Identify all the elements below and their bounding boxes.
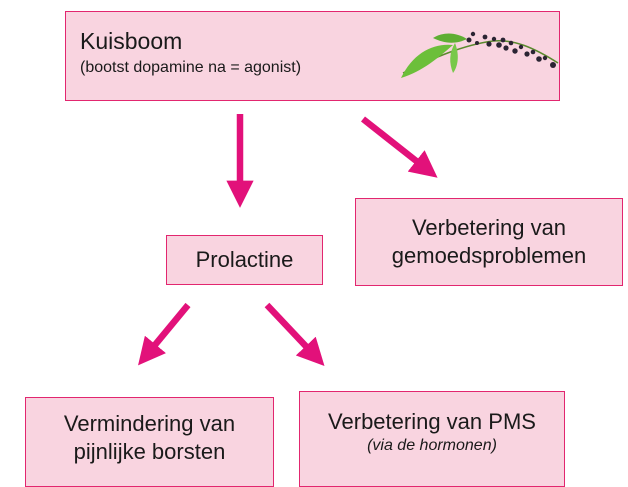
- borsten-box: Vermindering van pijnlijke borsten: [25, 397, 274, 487]
- arrow-prolactine-to-pms: [264, 302, 325, 366]
- borsten-line2: pijnlijke borsten: [73, 439, 226, 464]
- prolactine-box: Prolactine: [166, 235, 323, 285]
- pms-box: Verbetering van PMS (via de hormonen): [299, 391, 565, 487]
- kuisboom-title: Kuisboom: [80, 28, 183, 54]
- gemoed-line1: Verbetering van: [411, 215, 567, 240]
- pms-line2: (via de hormonen): [367, 437, 497, 454]
- arrow-kuisboom-to-gemoed: [360, 116, 438, 178]
- gemoed-box: Verbetering van gemoedsproblemen: [355, 198, 623, 286]
- gemoed-line2: gemoedsproblemen: [391, 243, 587, 268]
- kuisboom-box: Kuisboom (bootst dopamine na = agonist): [65, 11, 560, 101]
- pms-line1: Verbetering van PMS: [328, 409, 536, 434]
- chasteberry-branch-icon: [401, 31, 559, 78]
- arrow-prolactine-to-borsten: [138, 302, 191, 366]
- prolactine-label: Prolactine: [195, 247, 294, 272]
- borsten-line1: Vermindering van: [63, 411, 236, 436]
- kuisboom-subtitle: (bootst dopamine na = agonist): [80, 59, 302, 76]
